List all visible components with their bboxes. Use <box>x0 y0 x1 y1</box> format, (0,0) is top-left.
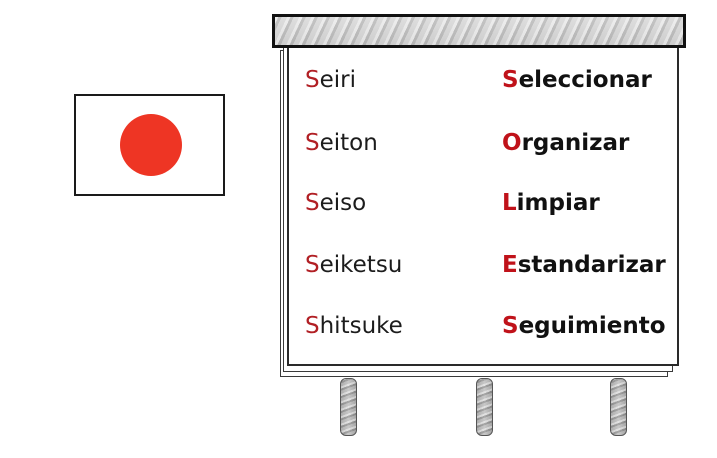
japanese-term: Seiri <box>305 67 356 93</box>
japanese-term: Seiton <box>305 130 378 156</box>
spanish-term: Estandarizar <box>502 252 666 278</box>
spanish-term: Seguimiento <box>502 313 666 339</box>
japan-flag <box>74 94 225 196</box>
japanese-term: Shitsuke <box>305 313 403 339</box>
japanese-term: Seiketsu <box>305 252 403 278</box>
signboard-post-left <box>340 378 357 436</box>
japanese-term: Seiso <box>305 190 367 216</box>
signboard-post-right <box>610 378 627 436</box>
signboard-top-bar <box>272 14 686 48</box>
spanish-term: Seleccionar <box>502 67 652 93</box>
signboard <box>287 42 679 366</box>
spanish-term: Limpiar <box>502 190 600 216</box>
spanish-term: Organizar <box>502 130 630 156</box>
flag-red-circle <box>120 114 182 176</box>
signboard-post-center <box>476 378 493 436</box>
